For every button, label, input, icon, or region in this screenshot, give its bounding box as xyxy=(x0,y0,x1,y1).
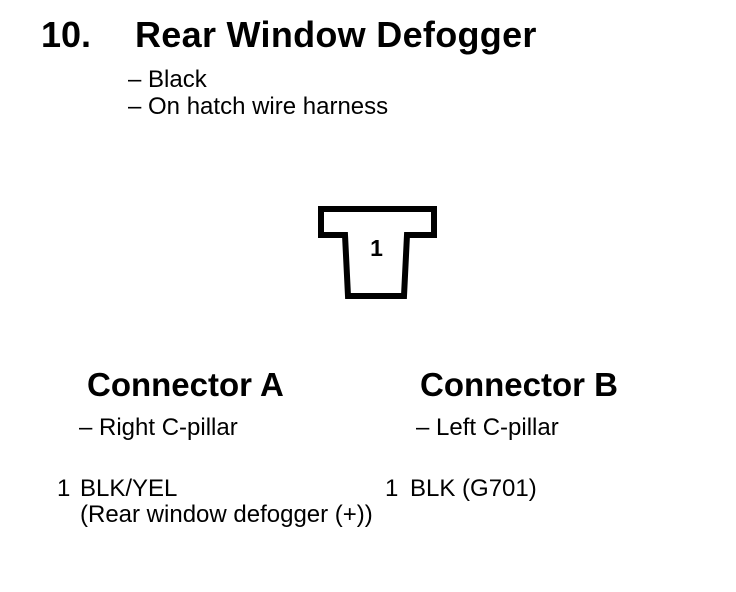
connector-a-location: – Right C-pillar xyxy=(79,414,238,441)
connector-b-pin-entry: BLK (G701) xyxy=(410,476,537,502)
connector-a-pin-wire: BLK/YEL xyxy=(80,475,178,502)
connector-b-heading: Connector B xyxy=(420,366,618,403)
note-color: – Black xyxy=(128,66,207,93)
connector-a-pin-number: 1 xyxy=(57,475,71,502)
cavity-1-label: 1 xyxy=(370,235,383,261)
connector-a-pin-entry: BLK/YEL (Rear window defogger (+)) xyxy=(80,476,373,528)
connector-b-pin-number: 1 xyxy=(385,475,399,502)
connector-a-pin-description: (Rear window defogger (+)) xyxy=(80,501,373,528)
section-number: 10. xyxy=(41,14,92,55)
page-title: Rear Window Defogger xyxy=(135,14,537,55)
connector-a-heading: Connector A xyxy=(87,366,284,403)
t-connector-outline xyxy=(318,206,437,299)
connector-b-pin-wire: BLK (G701) xyxy=(410,475,537,502)
connector-diagram xyxy=(318,206,437,299)
connector-b-location: – Left C-pillar xyxy=(416,414,559,441)
note-harness: – On hatch wire harness xyxy=(128,93,389,120)
